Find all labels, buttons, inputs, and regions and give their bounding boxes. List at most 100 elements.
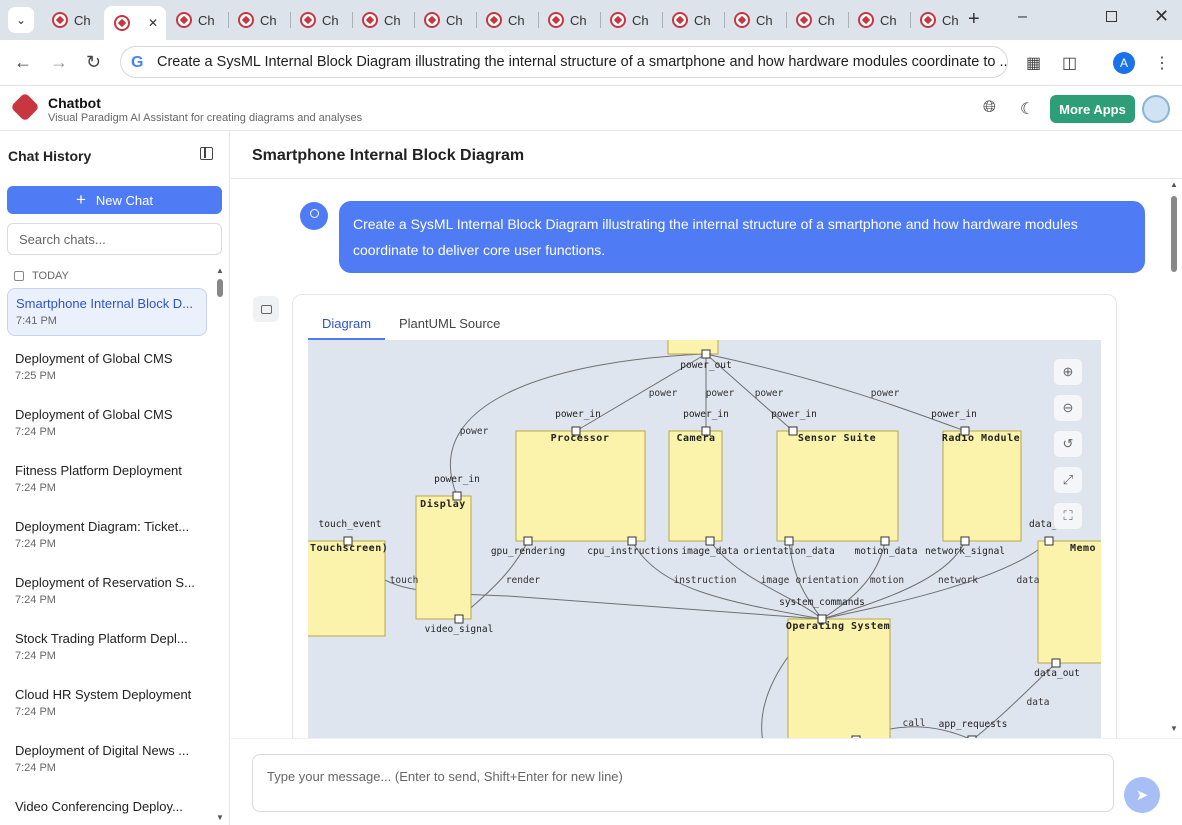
messages-scroll-thumb[interactable] bbox=[1171, 196, 1177, 272]
port-label-network-signal: network_signal bbox=[925, 546, 1005, 557]
globe-icon[interactable]: 🌐︎ bbox=[983, 99, 996, 116]
chat-history-item[interactable]: Deployment Diagram: Ticket...7:24 PM bbox=[7, 512, 207, 560]
minimize-icon[interactable]: – bbox=[1018, 8, 1027, 25]
tab-diagram[interactable]: Diagram bbox=[308, 309, 385, 340]
fit-expand-icon[interactable]: ⤢ bbox=[1053, 466, 1083, 494]
sidebar-scrollbar[interactable]: ▲ ▼ bbox=[216, 266, 224, 822]
browser-tab[interactable]: Ch bbox=[352, 6, 414, 34]
zoom-out-icon[interactable]: ⊖ bbox=[1053, 394, 1083, 422]
browser-menu-icon[interactable]: ⋮ bbox=[1154, 55, 1170, 72]
tab-separator bbox=[910, 12, 911, 28]
chat-item-time: 7:24 PM bbox=[15, 482, 56, 494]
reload-icon[interactable]: ↻ bbox=[86, 52, 102, 72]
browser-tab[interactable]: Ch bbox=[228, 6, 290, 34]
tab-label: Ch bbox=[694, 12, 711, 28]
close-window-icon[interactable]: ✕ bbox=[1154, 6, 1170, 26]
zoom-in-icon[interactable]: ⊕ bbox=[1053, 358, 1083, 386]
profile-avatar[interactable]: A bbox=[1113, 52, 1135, 74]
ibd-diagram-svg: Processor Camera Sensor Suite Radio Modu… bbox=[308, 340, 1101, 740]
fullscreen-icon[interactable]: ⛶ bbox=[1053, 502, 1083, 530]
tab-separator bbox=[662, 12, 663, 28]
browser-tab[interactable]: Ch bbox=[42, 6, 104, 34]
flow-label-call: call bbox=[903, 718, 926, 729]
browser-tab[interactable]: Ch bbox=[786, 6, 848, 34]
message-input[interactable] bbox=[252, 754, 1114, 812]
moon-icon[interactable]: ☾ bbox=[1020, 101, 1035, 118]
touchscreen-block bbox=[308, 540, 386, 637]
back-arrow-icon[interactable]: ← bbox=[14, 52, 32, 72]
new-chat-label: New Chat bbox=[95, 192, 153, 208]
send-button[interactable]: ➤ bbox=[1124, 777, 1160, 813]
browser-tab[interactable]: Ch bbox=[476, 6, 538, 34]
new-chat-button[interactable]: + New Chat bbox=[7, 186, 222, 214]
search-chats-input[interactable] bbox=[7, 223, 222, 255]
tab-label: Ch bbox=[880, 12, 897, 28]
network-flow-line bbox=[821, 540, 966, 620]
browser-tab[interactable]: Ch bbox=[848, 6, 910, 34]
browser-tab[interactable]: Ch bbox=[600, 6, 662, 34]
tab-separator bbox=[476, 12, 477, 28]
port-data-out bbox=[1051, 658, 1061, 668]
chat-history-item[interactable]: Deployment of Digital News ...7:24 PM bbox=[7, 736, 207, 784]
chat-history-item[interactable]: Smartphone Internal Block D...7:41 PM bbox=[7, 288, 207, 336]
new-tab-plus-icon[interactable]: + bbox=[968, 8, 980, 30]
chatbot-favicon-icon bbox=[486, 12, 502, 28]
chat-history-item[interactable]: Deployment of Reservation S...7:24 PM bbox=[7, 568, 207, 616]
chatbot-favicon-icon bbox=[858, 12, 874, 28]
extension-doc-icon[interactable]: ▦ bbox=[1026, 55, 1042, 72]
chatbot-favicon-icon bbox=[362, 12, 378, 28]
data-flow-line bbox=[821, 540, 1050, 620]
sidebar-title: Chat History bbox=[8, 148, 92, 164]
address-bar[interactable]: G Create a SysML Internal Block Diagram … bbox=[120, 46, 1008, 78]
extensions-puzzle-icon[interactable]: ◫ bbox=[1062, 55, 1078, 72]
memory-label: Memo bbox=[1070, 543, 1096, 554]
messages-scrollbar[interactable]: ▲ ▼ bbox=[1170, 180, 1178, 733]
browser-tab[interactable]: Ch bbox=[166, 6, 228, 34]
sidebar-scroll-thumb[interactable] bbox=[217, 279, 223, 297]
port-camera-power-in bbox=[701, 426, 711, 436]
chat-item-time: 7:24 PM bbox=[15, 426, 56, 438]
chatbot-favicon-icon bbox=[796, 12, 812, 28]
browser-tab[interactable]: ✕ bbox=[104, 6, 166, 40]
chat-history-item[interactable]: Stock Trading Platform Depl...7:24 PM bbox=[7, 624, 207, 672]
tab-plantuml-source[interactable]: PlantUML Source bbox=[399, 316, 501, 331]
more-apps-button[interactable]: More Apps bbox=[1050, 95, 1135, 123]
chat-item-title: Deployment of Global CMS bbox=[15, 351, 173, 366]
chatbot-favicon-icon bbox=[734, 12, 750, 28]
port-power-out bbox=[701, 349, 711, 359]
port-system-commands bbox=[817, 614, 827, 624]
close-tab-icon[interactable]: ✕ bbox=[148, 16, 159, 30]
chat-item-title: Deployment of Global CMS bbox=[15, 407, 173, 422]
browser-tab[interactable]: Ch bbox=[414, 6, 476, 34]
chatbot-favicon-icon bbox=[610, 12, 626, 28]
forward-arrow-icon[interactable]: → bbox=[50, 52, 68, 72]
maximize-icon[interactable] bbox=[1106, 11, 1117, 22]
chatbot-favicon-icon bbox=[672, 12, 688, 28]
reset-rotate-icon[interactable]: ↺ bbox=[1053, 430, 1083, 458]
port-label-camera-power-in: power_in bbox=[683, 409, 729, 420]
tab-search-dropdown-icon[interactable]: ⌄ bbox=[8, 7, 34, 33]
browser-tab[interactable]: Ch bbox=[290, 6, 352, 34]
chat-history-item[interactable]: Video Conferencing Deploy... bbox=[7, 792, 207, 825]
sidebar-toggle-icon[interactable] bbox=[200, 147, 213, 160]
browser-tab[interactable]: Ch bbox=[724, 6, 786, 34]
tab-label: Ch bbox=[260, 12, 277, 28]
diagram-canvas[interactable]: Processor Camera Sensor Suite Radio Modu… bbox=[308, 340, 1101, 740]
chat-history-item[interactable]: Deployment of Global CMS 7:24 PM bbox=[7, 400, 207, 448]
processor-label: Processor bbox=[551, 433, 610, 444]
port-gpu-rendering bbox=[523, 536, 533, 546]
tab-label: Ch bbox=[570, 12, 587, 28]
browser-tab[interactable]: Ch bbox=[538, 6, 600, 34]
power-line-sensor bbox=[705, 353, 794, 432]
chatbot-favicon-icon bbox=[176, 12, 192, 28]
app-header: Chatbot Visual Paradigm AI Assistant for… bbox=[0, 87, 1182, 131]
port-label-sensor-power-in: power_in bbox=[771, 409, 817, 420]
browser-tab[interactable]: Ch bbox=[662, 6, 724, 34]
flow-label-instruction: instruction bbox=[674, 575, 737, 586]
browser-tab[interactable]: Ch bbox=[910, 6, 972, 34]
chatbot-avatar-icon[interactable] bbox=[1142, 95, 1170, 123]
power-line-display bbox=[449, 353, 707, 497]
